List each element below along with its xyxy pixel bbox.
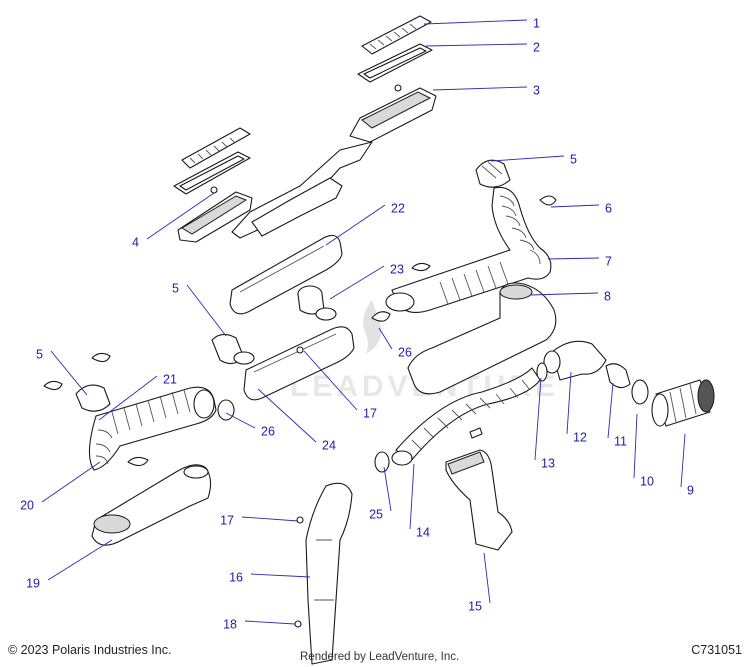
- callout-leader-9: [633, 413, 638, 479]
- callout-label-3[interactable]: 3: [533, 83, 540, 97]
- callout-label-13[interactable]: 13: [541, 456, 555, 470]
- callout-label-26[interactable]: 26: [261, 424, 275, 438]
- part-bellow-hose-7: [371, 159, 557, 322]
- callout-label-5[interactable]: 5: [570, 152, 577, 166]
- callout-leader-25: [383, 466, 392, 512]
- part-duct-24: [211, 326, 355, 401]
- part-duct-22: [229, 234, 343, 315]
- callout-leader-18: [244, 620, 296, 625]
- callout-leader-26: [225, 412, 256, 429]
- part-grille-left: [173, 127, 251, 195]
- callout-leader-11: [566, 371, 572, 435]
- copyright-text: © 2023 Polaris Industries Inc.: [8, 643, 172, 657]
- callout-label-16[interactable]: 16: [229, 570, 243, 584]
- callout-label-17[interactable]: 17: [220, 513, 234, 527]
- callout-group: 1234567891011121314151617171819202122232…: [20, 16, 694, 631]
- part-clamp-13: [536, 362, 548, 382]
- callout-leader-24: [257, 388, 317, 443]
- callout-leader-20: [41, 461, 101, 503]
- callout-label-21[interactable]: 21: [163, 372, 177, 386]
- callout-label-26[interactable]: 26: [398, 345, 412, 359]
- callout-label-12[interactable]: 12: [573, 430, 587, 444]
- part-vertical-duct-16: [294, 482, 353, 665]
- callout-leader-8: [680, 433, 686, 488]
- callout-leader-28: [186, 284, 227, 337]
- callout-label-5[interactable]: 5: [36, 347, 43, 361]
- callout-leader-7: [529, 292, 599, 296]
- callout-leader-2: [432, 86, 528, 91]
- callout-leader-22: [325, 204, 386, 246]
- part-clamp-10: [631, 379, 649, 405]
- callout-label-7[interactable]: 7: [605, 254, 612, 268]
- part-flex-hose-14: [391, 367, 541, 466]
- callout-label-25[interactable]: 25: [369, 507, 383, 521]
- callout-leader-10: [607, 382, 614, 439]
- callout-leader-13: [409, 463, 415, 530]
- diagram-code: C731051: [691, 643, 742, 657]
- callout-label-20[interactable]: 20: [20, 498, 34, 512]
- callout-leader-19: [47, 539, 113, 581]
- callout-label-23[interactable]: 23: [390, 262, 404, 276]
- callout-label-6[interactable]: 6: [605, 201, 612, 215]
- callout-label-9[interactable]: 9: [687, 483, 694, 497]
- callout-label-18[interactable]: 18: [223, 617, 237, 631]
- part-bellow-hose-21: [43, 352, 235, 471]
- callout-label-11[interactable]: 11: [614, 434, 627, 448]
- callout-label-4[interactable]: 4: [132, 235, 139, 249]
- part-filter-9: [651, 379, 715, 427]
- callout-leader-21: [98, 375, 158, 421]
- callout-leader-16: [241, 516, 299, 522]
- callout-label-5[interactable]: 5: [172, 281, 179, 295]
- callout-leader-12: [534, 377, 542, 461]
- part-intake-15: [445, 427, 513, 551]
- callout-leader-15: [250, 573, 311, 578]
- callout-leader-4: [490, 155, 565, 162]
- part-grille-top: [361, 15, 432, 55]
- callout-leader-0: [423, 19, 528, 25]
- part-elbow-19: [91, 464, 212, 546]
- part-duct-housing: [177, 84, 437, 243]
- callout-label-22[interactable]: 22: [391, 201, 405, 215]
- rendered-by-text: Rendered by LeadVenture, Inc.: [300, 651, 460, 663]
- part-coupler-23: [297, 262, 431, 321]
- callout-label-2[interactable]: 2: [533, 40, 540, 54]
- callout-label-10[interactable]: 10: [640, 474, 654, 488]
- callout-leader-29: [50, 350, 88, 396]
- callout-leader-14: [483, 552, 491, 604]
- callout-label-24[interactable]: 24: [322, 438, 336, 452]
- part-elbow-duct-8: [407, 282, 557, 395]
- part-coupler-11: [605, 363, 631, 389]
- callout-leader-27: [378, 327, 393, 350]
- callout-label-14[interactable]: 14: [416, 525, 430, 539]
- watermark-flame-icon: [363, 300, 382, 354]
- callout-label-19[interactable]: 19: [26, 576, 40, 590]
- callout-label-15[interactable]: 15: [468, 599, 482, 613]
- callout-label-8[interactable]: 8: [604, 289, 611, 303]
- callout-leader-1: [425, 43, 528, 47]
- callout-label-1[interactable]: 1: [533, 16, 540, 30]
- callout-leader-6: [547, 257, 600, 260]
- callout-leader-5: [550, 204, 600, 208]
- part-elbow-12: [543, 340, 607, 381]
- callout-leader-3: [146, 192, 215, 240]
- callout-leader-17: [303, 350, 358, 411]
- part-gasket-top: [357, 43, 433, 83]
- part-clamp-25: [374, 451, 390, 473]
- callout-label-17[interactable]: 17: [363, 406, 377, 420]
- callout-leader-23: [329, 265, 385, 300]
